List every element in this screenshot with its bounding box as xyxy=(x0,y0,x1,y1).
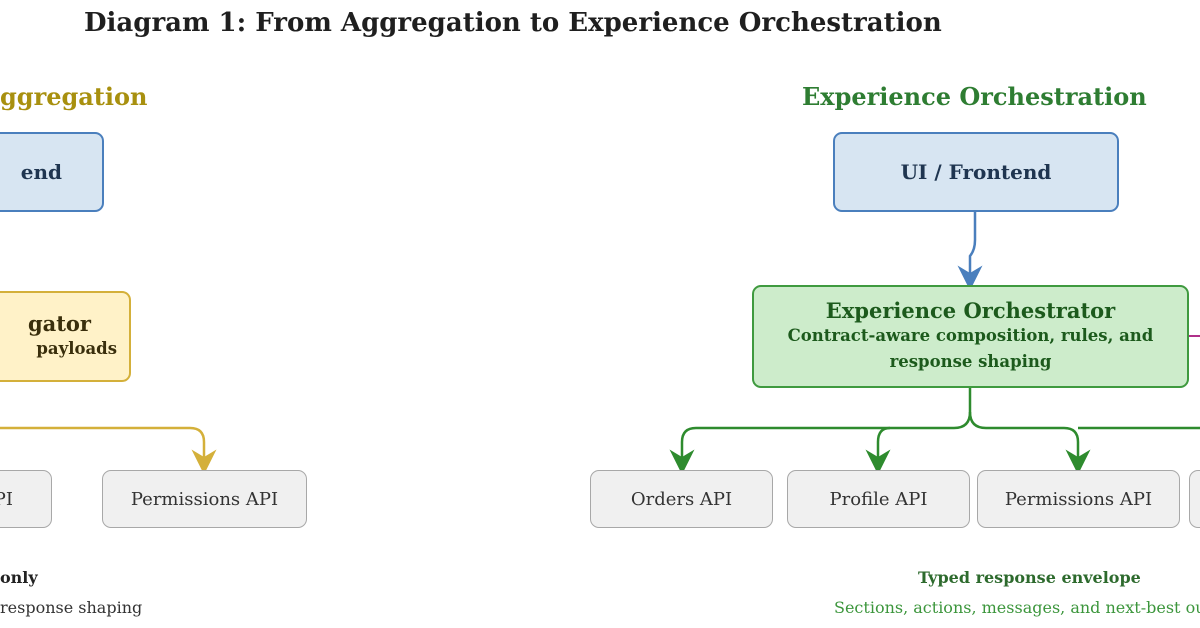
experience-orchestrator-box: Experience Orchestrator Contract-aware c… xyxy=(752,285,1189,388)
profile-api-label: Profile API xyxy=(829,488,928,510)
diagram-title: Diagram 1: From Aggregation to Experienc… xyxy=(84,8,942,38)
orders-api-box: Orders API xyxy=(590,470,773,528)
orchestrator-to-permissions-connector xyxy=(968,411,1091,475)
aggregator-to-permissions-connector xyxy=(0,426,217,475)
left-permissions-api-box: Permissions API xyxy=(102,470,307,528)
profile-api-box: Profile API xyxy=(787,470,970,528)
orchestrator-to-profile-connector xyxy=(865,426,891,475)
right-permissions-api-label: Permissions API xyxy=(1004,488,1153,510)
ui-frontend-box: UI / Frontend xyxy=(833,132,1119,212)
left-api-box: PI xyxy=(0,470,52,528)
left-frontend-box: end xyxy=(0,132,104,212)
aggregator-subtitle: payloads xyxy=(36,338,117,358)
right-permissions-api-box: Permissions API xyxy=(977,470,1180,528)
right-caption-title: Typed response envelope xyxy=(918,568,1141,587)
orchestrator-trunk-connector xyxy=(669,388,972,475)
orchestrator-subtitle-line2: response shaping xyxy=(889,352,1052,371)
left-frontend-label: end xyxy=(20,160,62,184)
right-caption-text: Sections, actions, messages, and next-be… xyxy=(834,598,1200,617)
offscreen-api-box xyxy=(1189,470,1200,528)
aggregator-title: gator xyxy=(27,310,91,336)
left-caption-text: response shaping xyxy=(0,598,143,617)
left-caption-title: only xyxy=(0,568,38,587)
left-api-label: PI xyxy=(0,488,13,510)
aggregation-heading: ggregation xyxy=(0,82,148,111)
orchestrator-subtitle-line1: Contract-aware composition, rules, and xyxy=(787,325,1154,345)
orders-api-label: Orders API xyxy=(630,488,733,510)
ui-frontend-label: UI / Frontend xyxy=(900,160,1052,184)
left-permissions-api-label: Permissions API xyxy=(130,488,279,510)
aggregator-box: gator payloads xyxy=(0,291,131,382)
orchestration-heading: Experience Orchestration xyxy=(802,82,1147,111)
orchestrator-title: Experience Orchestrator xyxy=(825,297,1116,323)
frontend-to-orchestrator-connector xyxy=(957,212,983,291)
